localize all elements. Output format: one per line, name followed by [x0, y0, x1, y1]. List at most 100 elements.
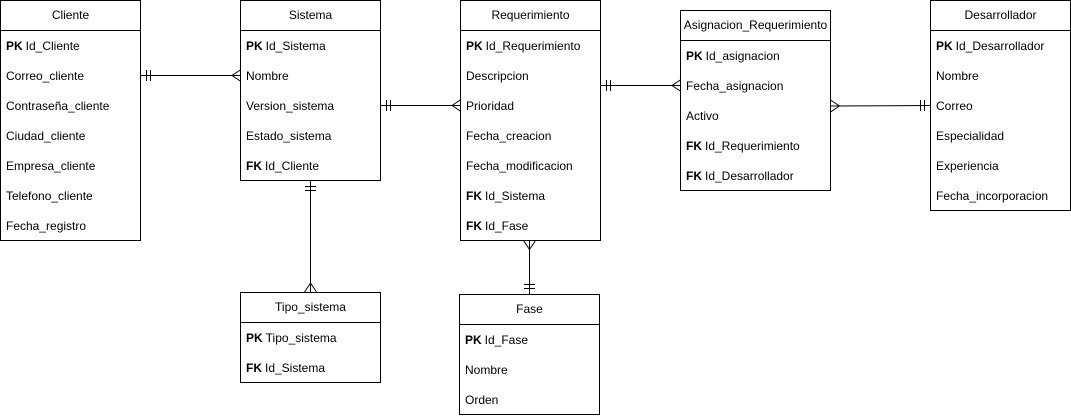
- attribute-name: Id_Sistema: [485, 189, 546, 203]
- attribute-name: Fecha_modificacion: [466, 159, 573, 173]
- attribute-name: Tipo_sistema: [265, 331, 337, 345]
- attribute-name: Id_asignacion: [705, 49, 780, 63]
- entity-title: Desarrollador: [931, 1, 1070, 31]
- attribute-row: Especialidad: [931, 121, 1070, 151]
- attribute-row: Estado_sistema: [241, 121, 380, 151]
- key-label: PK: [246, 331, 263, 345]
- attribute-name: Fecha_creacion: [466, 129, 552, 143]
- edge-sistema-tipo-sistema: [304, 180, 317, 293]
- entity-title: Cliente: [1, 1, 140, 31]
- attribute-name: Id_Cliente: [25, 39, 80, 53]
- attribute-name: Id_Requerimiento: [705, 139, 800, 153]
- attribute-name: Nombre: [465, 363, 508, 377]
- attribute-row: Experiencia: [931, 151, 1070, 181]
- attribute-row: Correo: [931, 91, 1070, 121]
- attribute-name: Experiencia: [936, 159, 999, 173]
- entity-title: Sistema: [241, 1, 380, 31]
- attribute-name: Version_sistema: [246, 99, 335, 113]
- attribute-name: Contraseña_cliente: [6, 99, 110, 113]
- attribute-name: Activo: [686, 109, 719, 123]
- edge-desarrollador-asignacion: [830, 99, 932, 113]
- attribute-row: Descripcion: [461, 61, 600, 91]
- edge-requerimiento-asignacion: [600, 79, 682, 92]
- key-label: PK: [936, 39, 953, 53]
- attribute-name: Id_Requerimiento: [485, 39, 581, 53]
- edge-sistema-requerimiento: [380, 99, 462, 112]
- attribute-name: Fecha_incorporacion: [936, 189, 1049, 203]
- key-label: FK: [466, 219, 482, 233]
- attribute-name: Correo: [936, 99, 973, 113]
- key-label: FK: [246, 159, 262, 173]
- key-label: PK: [466, 39, 483, 53]
- entity-title: Tipo_sistema: [241, 293, 380, 323]
- attribute-row: Empresa_cliente: [1, 151, 140, 181]
- attribute-name: Fecha_asignacion: [686, 79, 784, 93]
- attribute-name: Nombre: [936, 69, 979, 83]
- attribute-row: Fecha_registro: [1, 211, 140, 241]
- entity-title: Requerimiento: [461, 1, 600, 31]
- attribute-row: Fecha_modificacion: [461, 151, 600, 181]
- key-label: PK: [246, 39, 263, 53]
- attribute-row: Orden: [460, 385, 599, 415]
- attribute-name: Id_Desarrollador: [955, 39, 1045, 53]
- attribute-row: Fecha_creacion: [461, 121, 600, 151]
- attribute-name: Descripcion: [466, 69, 529, 83]
- key-label: PK: [686, 49, 703, 63]
- edge-requerimiento-fase: [523, 240, 536, 294]
- attribute-name: Empresa_cliente: [6, 159, 96, 173]
- attribute-row: Nombre: [460, 355, 599, 385]
- attribute-name: Id_Sistema: [265, 39, 326, 53]
- attribute-name: Estado_sistema: [246, 129, 332, 143]
- attribute-row: Nombre: [241, 61, 380, 91]
- attribute-name: Especialidad: [936, 129, 1005, 143]
- attribute-name: Orden: [465, 393, 499, 407]
- entity-title: Fase: [460, 295, 599, 325]
- attribute-row: Contraseña_cliente: [1, 91, 140, 121]
- attribute-row: Fecha_asignacion: [681, 71, 830, 101]
- attribute-name: Telefono_cliente: [6, 189, 93, 203]
- key-label: FK: [466, 189, 482, 203]
- attribute-row: Version_sistema: [241, 91, 380, 121]
- edge-cliente-sistema: [140, 69, 242, 82]
- key-label: FK: [246, 361, 262, 375]
- attribute-name: Id_Cliente: [265, 159, 320, 173]
- key-label: FK: [686, 139, 702, 153]
- key-label: PK: [465, 333, 482, 347]
- attribute-name: Prioridad: [466, 99, 515, 113]
- attribute-name: Id_Desarrollador: [705, 169, 794, 183]
- attribute-row: Correo_cliente: [1, 61, 140, 91]
- attribute-name: Fecha_registro: [6, 219, 87, 233]
- attribute-row: Prioridad: [461, 91, 600, 121]
- attribute-name: Id_Fase: [485, 219, 529, 233]
- attribute-name: Nombre: [246, 69, 289, 83]
- attribute-row: Ciudad_cliente: [1, 121, 140, 151]
- attribute-name: Correo_cliente: [6, 69, 85, 83]
- attribute-row: Fecha_incorporacion: [931, 181, 1070, 211]
- attribute-row: Nombre: [931, 61, 1070, 91]
- attribute-name: Id_Fase: [484, 333, 529, 347]
- attribute-row: Telefono_cliente: [1, 181, 140, 211]
- key-label: PK: [6, 39, 23, 53]
- attribute-name: Id_Sistema: [265, 361, 326, 375]
